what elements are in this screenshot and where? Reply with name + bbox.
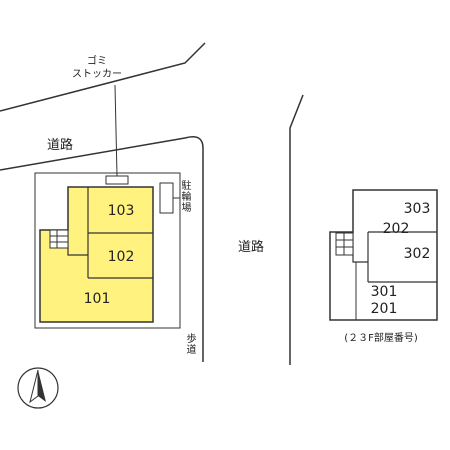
- upper-floor-plan: [329, 189, 438, 321]
- stairs-icon: [49, 229, 69, 249]
- garbage-stocker: [105, 175, 129, 185]
- upper-floors-note: (２３F部屋番号): [344, 333, 418, 344]
- room-201: 201: [370, 301, 398, 317]
- road-boundary-upper-left: [0, 42, 206, 112]
- room-101: 101: [83, 291, 111, 307]
- bicycle-parking-box: [159, 182, 174, 214]
- stairs-icon-upper: [335, 232, 354, 256]
- room-202: 202: [382, 221, 410, 237]
- road-label-right: 道路: [238, 240, 265, 255]
- site-lot: [34, 172, 181, 329]
- room-103: 103: [107, 203, 135, 219]
- garbage-label-line2: ストッカー: [72, 69, 122, 80]
- room-301: 301: [370, 284, 398, 300]
- road-label-left: 道路: [47, 138, 74, 153]
- sidewalk-label: 歩道: [184, 333, 195, 355]
- room-302: 302: [403, 246, 431, 262]
- garbage-label-line1: ゴミ: [87, 56, 107, 67]
- north-arrow-icon: [17, 367, 59, 409]
- bicycle-parking-label: 駐輪場: [179, 180, 190, 213]
- site-boundary: [0, 136, 204, 362]
- room-303: 303: [403, 201, 431, 217]
- room-102: 102: [107, 249, 135, 265]
- road-boundary-right: [289, 94, 304, 365]
- garbage-leader: [114, 84, 118, 177]
